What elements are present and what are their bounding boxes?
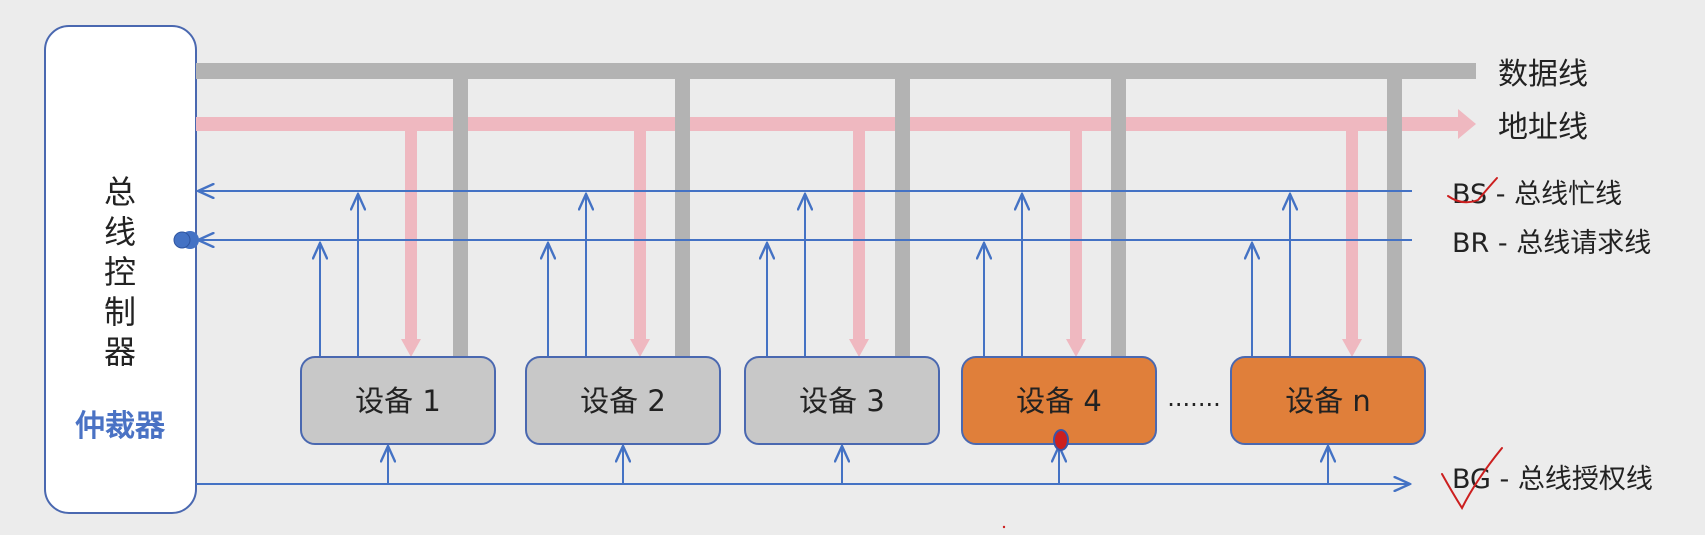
address-drop-device-2 (630, 131, 650, 357)
address-bus (196, 109, 1476, 139)
device-box (744, 356, 940, 445)
controller-title-char-4: 制 (104, 293, 136, 331)
device-box (525, 356, 721, 445)
device-label: 设备 2 (580, 384, 666, 418)
controller-subtitle: 仲裁器 (75, 409, 166, 444)
device-n: 设备 n (1230, 356, 1426, 445)
device-3: 设备 3 (744, 356, 940, 445)
device-label: 设备 n (1285, 384, 1371, 418)
br-label: BR - 总线请求线 (1452, 228, 1651, 259)
data-drop-device-2 (675, 79, 690, 357)
device-4: 设备 4 (961, 356, 1157, 445)
address-drop-device-n (1342, 131, 1362, 357)
bs-check-mark (1447, 177, 1498, 204)
bs-label: BS - 总线忙线 (1452, 179, 1622, 210)
data-bus-drops (453, 79, 1402, 357)
address-bus-label: 地址线 (1498, 110, 1588, 145)
grant-marker-dot (1053, 429, 1069, 451)
br-connection-dot-2 (173, 231, 191, 249)
bus-controller: 总 线 控 制 器 仲裁器 (44, 25, 197, 514)
data-drop-device-n (1387, 79, 1402, 357)
device-label: 设备 4 (1016, 384, 1102, 418)
controller-title-char-2: 线 (104, 213, 136, 251)
bus-controller-box (44, 25, 197, 514)
device-label: 设备 3 (799, 384, 885, 418)
address-bus-drops (401, 131, 1362, 357)
data-drop-device-3 (895, 79, 910, 357)
controller-title-char-3: 控 (104, 253, 136, 291)
bg-label: BG - 总线授权线 (1452, 464, 1653, 495)
address-drop-device-4 (1066, 131, 1086, 357)
device-box (1230, 356, 1426, 445)
red-speck (1002, 525, 1006, 529)
address-drop-device-3 (849, 131, 869, 357)
device-label: 设备 1 (355, 384, 441, 418)
device-1: 设备 1 (300, 356, 496, 445)
device-2: 设备 2 (525, 356, 721, 445)
data-drop-device-4 (1111, 79, 1126, 357)
controller-title-char-1: 总 (104, 173, 136, 211)
device-signal-connectors (320, 194, 1290, 357)
data-bus-label: 数据线 (1498, 57, 1588, 92)
bg-connectors (388, 446, 1328, 484)
data-bus (196, 63, 1476, 79)
device-box (300, 356, 496, 445)
data-drop-device-1 (453, 79, 468, 357)
bg-check-mark (1441, 447, 1503, 511)
controller-title-char-5: 器 (104, 333, 136, 371)
ellipsis: ....... (1167, 384, 1220, 412)
address-drop-device-1 (401, 131, 421, 357)
